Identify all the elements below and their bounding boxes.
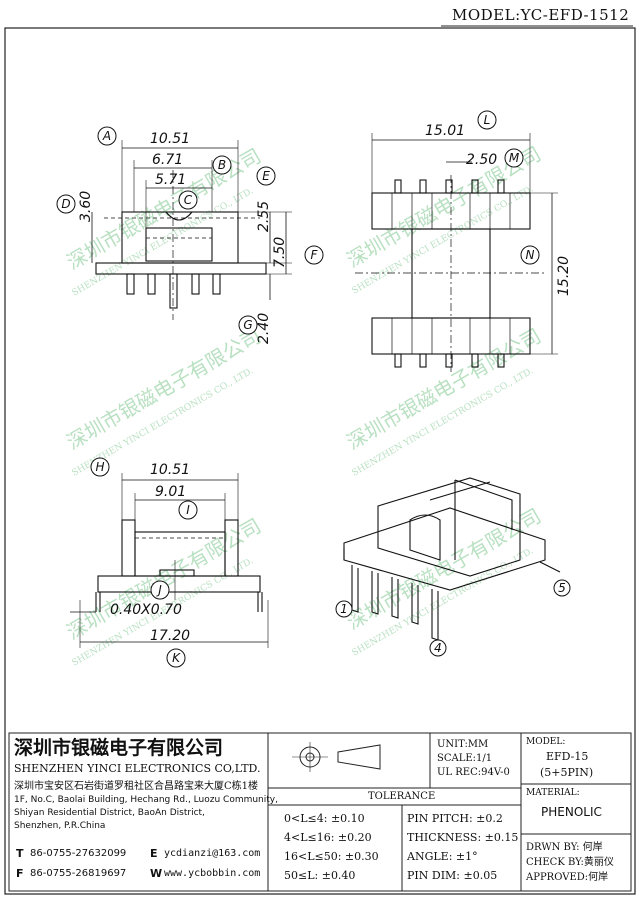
letter-b: B bbox=[212, 155, 232, 175]
pin-1-marker: 1 bbox=[335, 600, 353, 618]
angle: ANGLE: ±1° bbox=[407, 850, 478, 863]
letter-c: C bbox=[178, 190, 198, 210]
svg-text:B: B bbox=[218, 158, 226, 172]
side-view bbox=[355, 133, 558, 372]
isometric-view bbox=[343, 477, 561, 641]
address-en-2: Shiyan Residential District, BaoAn Distr… bbox=[14, 808, 205, 818]
svg-text:D: D bbox=[61, 197, 70, 211]
dim-l: 15.01 bbox=[425, 123, 465, 139]
letter-e: E bbox=[256, 166, 276, 186]
svg-text:深圳市银磁电子有限公司: 深圳市银磁电子有限公司 bbox=[63, 514, 266, 645]
watermark: 深圳市银磁电子有限公司 SHENZHEN YINCI ELECTRONICS C… bbox=[63, 142, 546, 669]
svg-text:深圳市银磁电子有限公司: 深圳市银磁电子有限公司 bbox=[343, 324, 546, 455]
model-pins: (5+5PIN) bbox=[540, 766, 594, 779]
dim-h: 10.51 bbox=[150, 462, 190, 478]
letter-l: L bbox=[477, 110, 497, 130]
pin-4-marker: 4 bbox=[429, 639, 447, 657]
svg-text:L: L bbox=[484, 113, 491, 127]
web: www.ycbobbin.com bbox=[164, 868, 261, 879]
front-view bbox=[91, 140, 292, 320]
dim-g: 2.40 bbox=[256, 313, 272, 344]
svg-text:I: I bbox=[186, 503, 190, 517]
drawing-frame bbox=[4, 27, 636, 895]
dim-e: 2.55 bbox=[256, 201, 272, 232]
dim-d: 3.60 bbox=[78, 191, 94, 222]
fax: 86-0755-26819697 bbox=[30, 868, 127, 879]
model-value: EFD-15 bbox=[546, 750, 589, 763]
address-en-1: 1F, No.C, Baolai Building, Hechang Rd., … bbox=[14, 795, 278, 805]
dim-c: 5.71 bbox=[155, 172, 186, 188]
thickness: THICKNESS: ±0.15 bbox=[407, 831, 519, 844]
svg-text:M: M bbox=[509, 151, 520, 165]
letter-g: G bbox=[238, 315, 258, 335]
company-name-en: SHENZHEN YINCI ELECTRONICS CO,LTD. bbox=[14, 762, 261, 775]
svg-text:深圳市银磁电子有限公司: 深圳市银磁电子有限公司 bbox=[63, 324, 266, 455]
reference-letters: A B C D E F G L M N H I J K bbox=[56, 110, 540, 668]
svg-text:1: 1 bbox=[340, 602, 348, 616]
svg-text:深圳市银磁电子有限公司: 深圳市银磁电子有限公司 bbox=[343, 504, 546, 635]
drawn-by: DRWN BY: 何岸 bbox=[526, 842, 603, 853]
address-cn: 深圳市宝安区石岩街道罗租社区合昌路宝来大厦C栋1楼 bbox=[14, 781, 259, 792]
letter-k: K bbox=[166, 648, 186, 668]
tel-label: T bbox=[16, 847, 24, 860]
letter-m: M bbox=[504, 148, 524, 168]
svg-text:4: 4 bbox=[434, 641, 442, 655]
bottom-view bbox=[70, 473, 269, 648]
web-label: W bbox=[150, 867, 163, 880]
tolerance-title: TOLERANCE bbox=[368, 791, 436, 802]
dim-i: 9.01 bbox=[155, 484, 186, 500]
tolerance-4: 50≤L: ±0.40 bbox=[284, 869, 356, 882]
dim-b: 6.71 bbox=[152, 152, 183, 168]
checked-by: CHECK BY:黄丽仪 bbox=[526, 857, 614, 868]
material-head: MATERIAL: bbox=[526, 788, 580, 798]
tolerance-2: 4<L≤16: ±0.20 bbox=[284, 831, 372, 844]
approved-by: APPROVED:何岸 bbox=[526, 872, 609, 883]
tel: 86-0755-27632099 bbox=[30, 848, 127, 859]
letter-d: D bbox=[56, 194, 76, 214]
scale: SCALE:1/1 bbox=[437, 753, 493, 764]
svg-text:G: G bbox=[243, 318, 252, 332]
email-label: E bbox=[150, 847, 158, 860]
pin-5-marker: 5 bbox=[553, 579, 571, 597]
model-title: MODEL:YC-EFD-1512 bbox=[452, 6, 630, 24]
email: ycdianzi@163.com bbox=[164, 848, 261, 859]
dim-width: 10.51 bbox=[150, 131, 190, 147]
unit: UNIT:MM bbox=[437, 739, 489, 750]
model-head: MODEL: bbox=[526, 737, 566, 747]
dim-f: 7.50 bbox=[272, 237, 288, 268]
pin-markers: 1 4 5 bbox=[335, 579, 571, 657]
fax-label: F bbox=[16, 867, 24, 880]
letter-f: F bbox=[304, 245, 324, 265]
svg-text:E: E bbox=[262, 169, 270, 183]
svg-text:H: H bbox=[95, 460, 104, 474]
title-block bbox=[8, 732, 632, 892]
pin-dim: PIN DIM: ±0.05 bbox=[407, 869, 498, 882]
svg-text:N: N bbox=[526, 248, 535, 262]
ul-rec: UL REC:94V-0 bbox=[437, 767, 510, 778]
svg-text:C: C bbox=[184, 193, 193, 207]
company-name-cn: 深圳市银磁电子有限公司 bbox=[14, 737, 224, 759]
tolerance-1: 0<L≤4: ±0.10 bbox=[284, 812, 365, 825]
pin-pitch: PIN PITCH: ±0.2 bbox=[407, 812, 503, 825]
material: PHENOLIC bbox=[541, 805, 602, 819]
svg-text:F: F bbox=[311, 248, 319, 262]
dim-k: 17.20 bbox=[150, 628, 190, 644]
dim-m: 2.50 bbox=[466, 152, 497, 168]
svg-text:5: 5 bbox=[558, 581, 566, 595]
tolerance-3: 16<L≤50: ±0.30 bbox=[284, 850, 379, 863]
letter-i: I bbox=[178, 500, 198, 520]
letter-h: H bbox=[90, 457, 110, 477]
svg-text:A: A bbox=[102, 129, 111, 143]
letter-a: A bbox=[97, 126, 117, 146]
dim-j: 0.40X0.70 bbox=[110, 602, 182, 618]
letter-j: J bbox=[150, 580, 170, 600]
svg-text:J: J bbox=[156, 583, 162, 597]
address-en-3: Shenzhen, P.R.China bbox=[14, 821, 106, 831]
letter-n: N bbox=[520, 245, 540, 265]
dim-n: 15.20 bbox=[556, 256, 572, 296]
svg-text:K: K bbox=[172, 651, 181, 665]
